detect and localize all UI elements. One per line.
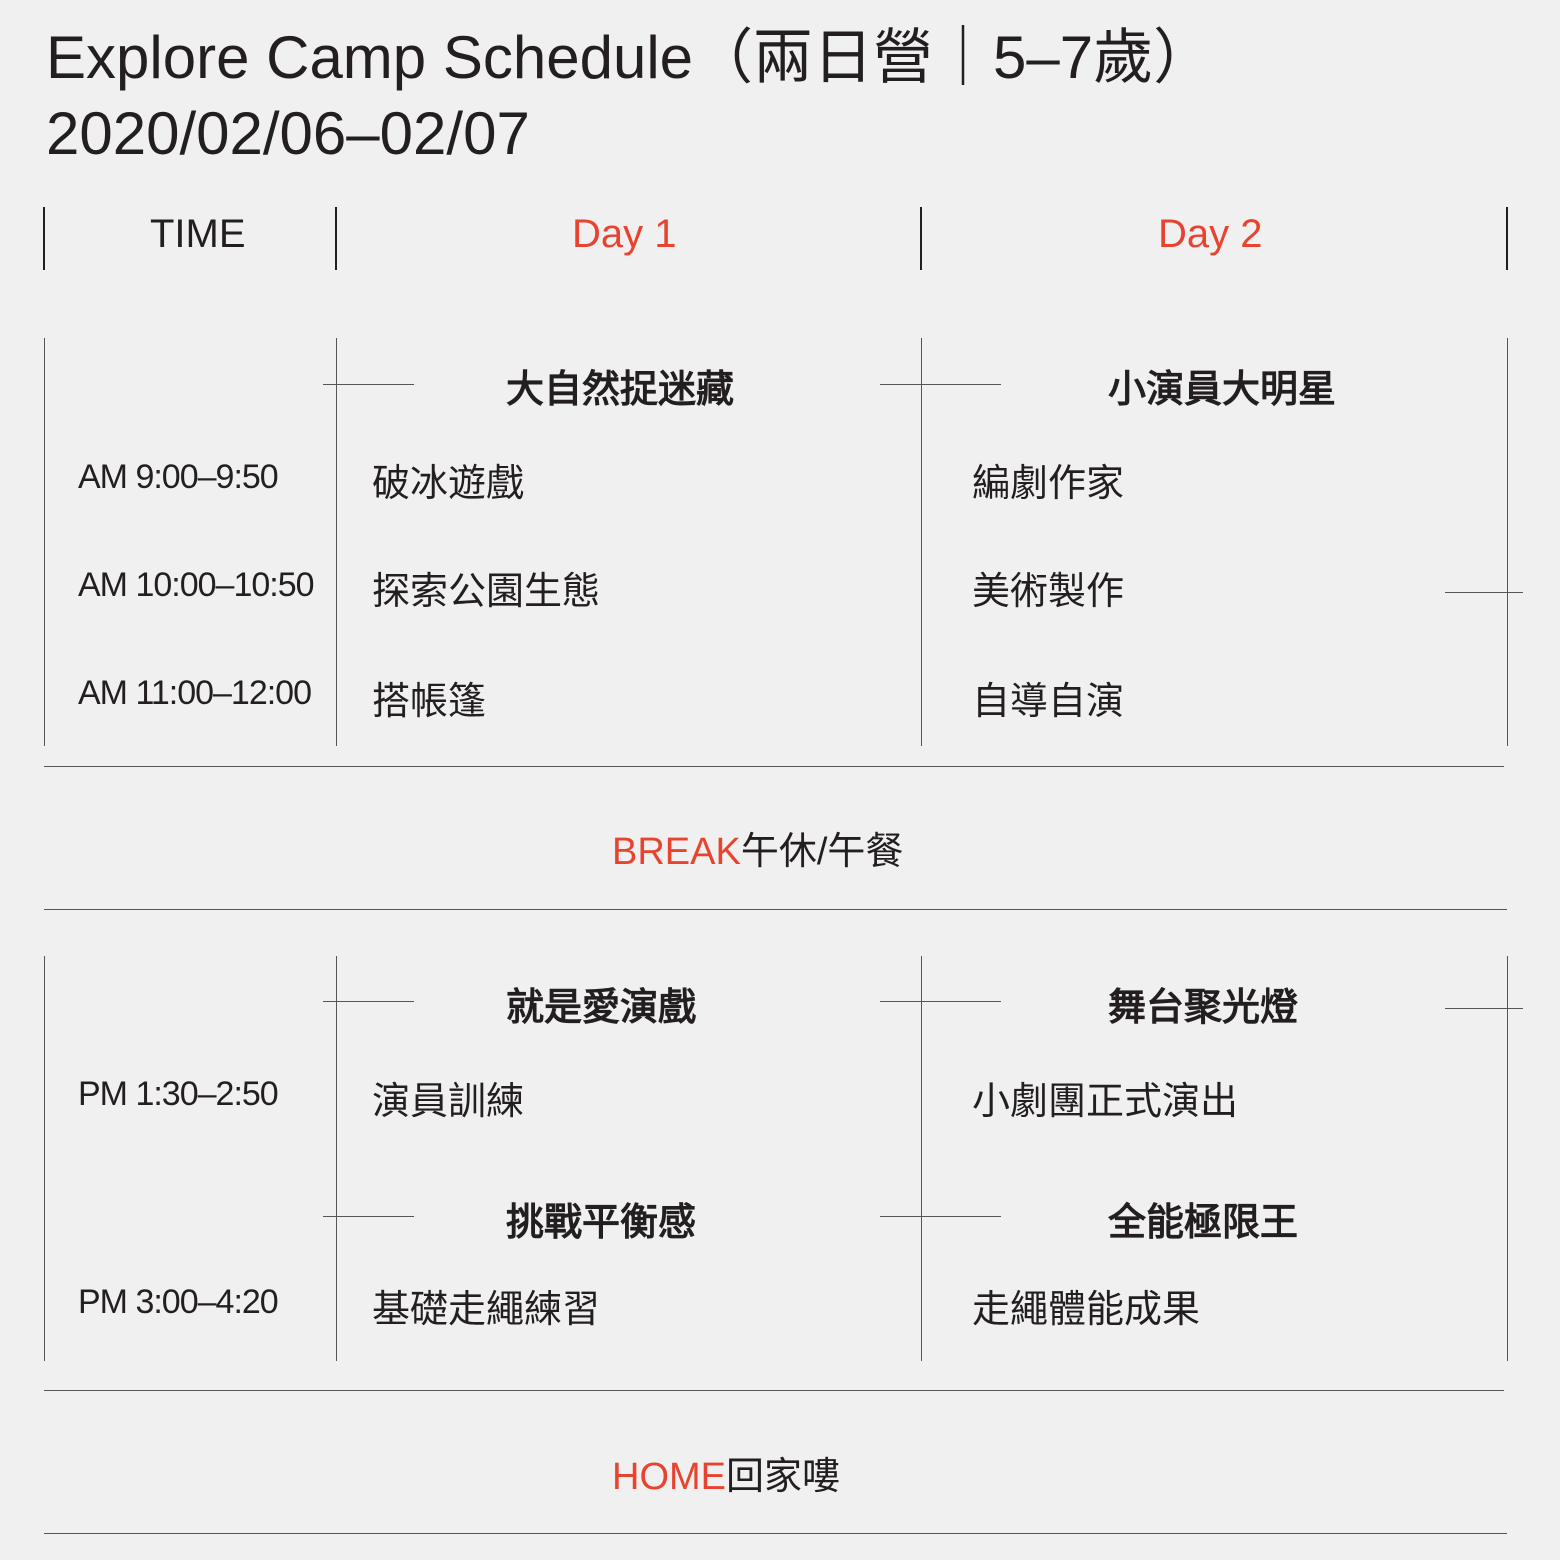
time-slot: AM 11:00–12:00 xyxy=(78,674,312,712)
tick-mark xyxy=(323,384,414,385)
page-title: Explore Camp Schedule（兩日營｜5–7歲） xyxy=(46,24,1214,91)
time-slot: PM 3:00–4:20 xyxy=(78,1283,279,1321)
divider xyxy=(921,956,922,1361)
tick-mark xyxy=(880,1001,1001,1002)
afternoon-day2-theme: 舞台聚光燈 xyxy=(1108,987,1299,1029)
divider xyxy=(921,338,922,746)
activity: 走繩體能成果 xyxy=(972,1289,1201,1331)
afternoon-day1-theme: 挑戰平衡感 xyxy=(506,1202,697,1244)
divider xyxy=(336,956,337,1361)
divider xyxy=(335,207,337,270)
break-zh: 午休/午餐 xyxy=(740,831,904,873)
divider xyxy=(44,1533,1507,1534)
afternoon-day2-theme: 全能極限王 xyxy=(1108,1202,1299,1244)
home-en: HOME xyxy=(612,1456,726,1498)
activity: 演員訓練 xyxy=(372,1081,525,1123)
home-zh: 回家嘍 xyxy=(726,1456,841,1498)
activity: 探索公園生態 xyxy=(372,571,601,613)
morning-day1-theme: 大自然捉迷藏 xyxy=(506,369,735,411)
activity: 編劇作家 xyxy=(972,463,1125,505)
divider xyxy=(44,956,45,1361)
time-slot: PM 1:30–2:50 xyxy=(78,1075,279,1113)
tick-mark xyxy=(880,1216,1001,1217)
header-day1: Day 1 xyxy=(572,212,677,256)
header-time: TIME xyxy=(150,212,246,256)
divider xyxy=(44,909,1507,910)
tick-mark xyxy=(880,384,1001,385)
home-label: HOME回家嘍 xyxy=(612,1445,840,1500)
activity: 破冰遊戲 xyxy=(372,463,525,505)
divider xyxy=(1507,956,1508,1361)
morning-day2-theme: 小演員大明星 xyxy=(1108,369,1337,411)
tick-mark xyxy=(323,1001,414,1002)
date-range: 2020/02/06–02/07 xyxy=(46,100,530,167)
divider xyxy=(44,1390,1504,1391)
time-slot: AM 10:00–10:50 xyxy=(78,566,315,604)
break-label: BREAK午休/午餐 xyxy=(612,820,903,875)
divider xyxy=(43,207,45,270)
tick-mark xyxy=(323,1216,414,1217)
activity: 基礎走繩練習 xyxy=(372,1289,601,1331)
divider xyxy=(920,207,922,270)
divider xyxy=(336,338,337,746)
header-day2: Day 2 xyxy=(1158,212,1263,256)
activity: 美術製作 xyxy=(972,571,1125,613)
divider xyxy=(1507,338,1508,746)
divider xyxy=(44,338,45,746)
activity: 自導自演 xyxy=(972,681,1125,723)
divider xyxy=(1506,207,1508,270)
tick-mark xyxy=(1445,1008,1523,1009)
activity: 小劇團正式演出 xyxy=(972,1081,1239,1123)
divider xyxy=(44,766,1504,767)
afternoon-day1-theme: 就是愛演戲 xyxy=(506,987,697,1029)
activity: 搭帳篷 xyxy=(372,681,487,723)
tick-mark xyxy=(1445,592,1523,593)
break-en: BREAK xyxy=(612,831,741,873)
time-slot: AM 9:00–9:50 xyxy=(78,458,279,496)
